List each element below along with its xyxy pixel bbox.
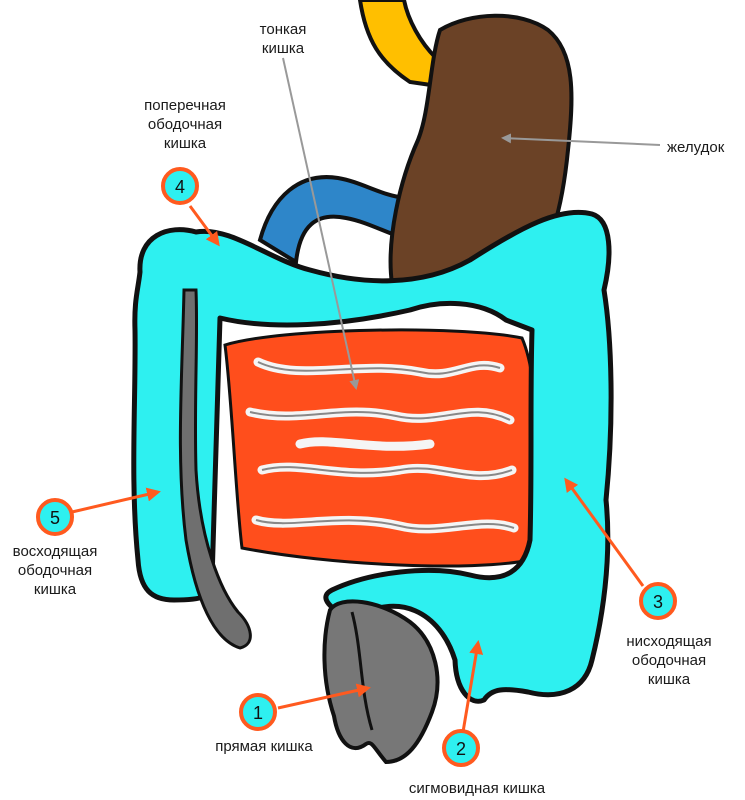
arrow-descending — [564, 477, 645, 587]
label-stomach: желудок — [667, 139, 725, 156]
badge-1: 1 — [239, 693, 277, 731]
esophagus — [357, 0, 441, 89]
svg-text:3: 3 — [653, 592, 663, 612]
badge-2: 2 — [442, 729, 480, 767]
arrow-transverse — [188, 205, 220, 247]
arrow-ascending — [71, 487, 161, 514]
arrow-rectum — [277, 683, 371, 710]
appendix — [178, 288, 252, 650]
arrow-sigmoid — [461, 640, 484, 733]
badge-4: 4 — [161, 167, 199, 205]
small-intestine-pointer — [282, 57, 360, 390]
label-ascending-colon: восходящая ободочная кишка — [12, 543, 98, 598]
svg-text:2: 2 — [456, 739, 466, 759]
label-small-intestine: тонкая кишка — [259, 21, 307, 57]
duodenum — [257, 175, 413, 266]
badge-5: 5 — [36, 498, 74, 536]
rectum — [322, 599, 440, 765]
svg-text:4: 4 — [175, 177, 185, 197]
stomach-pointer — [501, 133, 661, 146]
svg-text:1: 1 — [253, 703, 263, 723]
svg-text:5: 5 — [50, 508, 60, 528]
label-transverse-colon: поперечная ободочная кишка — [144, 97, 226, 152]
label-descending-colon: нисходящая ободочная кишка — [626, 633, 712, 688]
label-rectum: прямая кишка — [215, 738, 313, 755]
label-sigmoid-colon: сигмовидная кишка — [408, 780, 546, 797]
badge-3: 3 — [639, 582, 677, 620]
